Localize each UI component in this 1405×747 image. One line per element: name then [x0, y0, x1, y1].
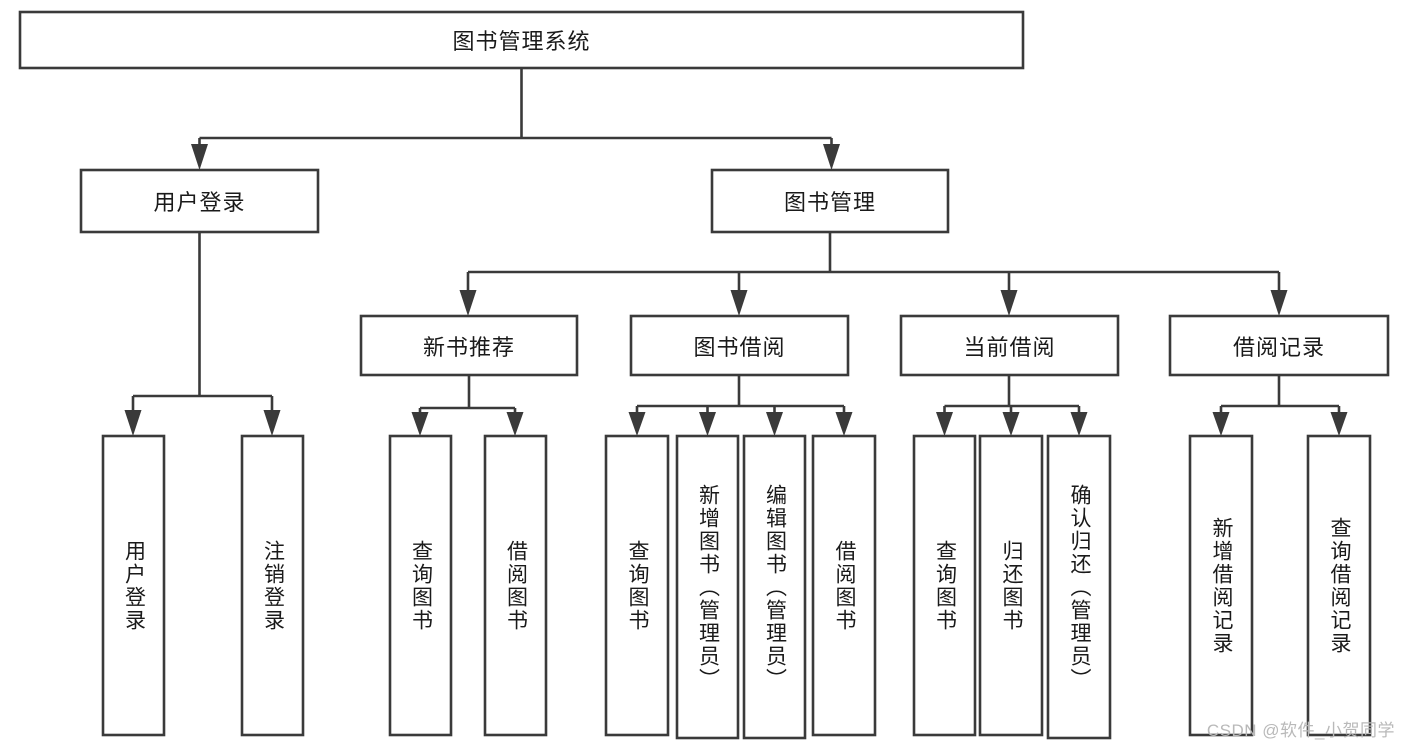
edge-group-borrow-record — [1212, 375, 1348, 436]
arrow-head-icon — [191, 144, 208, 170]
arrow-head-icon — [699, 412, 716, 436]
edge-group-book-borrow — [628, 375, 853, 436]
leaf-query-borrow-record[interactable] — [1306, 434, 1372, 737]
node-book-borrow[interactable] — [629, 314, 850, 377]
leaf-return-book[interactable] — [978, 434, 1044, 737]
arrow-head-icon — [730, 290, 748, 316]
node-current-borrow[interactable] — [899, 314, 1120, 377]
edge-group-root — [191, 68, 840, 170]
edge-group-new-book-rec — [411, 375, 524, 436]
arrow-head-icon — [1212, 412, 1230, 436]
leaf-query-book-rec[interactable] — [388, 434, 453, 737]
arrow-head-icon — [1000, 290, 1018, 316]
leaf-add-borrow-record[interactable] — [1188, 434, 1254, 737]
node-user-login[interactable] — [79, 168, 320, 234]
leaf-query-book-borrow[interactable] — [604, 434, 670, 737]
arrow-head-icon — [506, 412, 524, 436]
arrow-head-icon — [411, 412, 429, 436]
edge-group-current-borrow — [936, 375, 1088, 436]
arrow-head-icon — [766, 412, 783, 436]
arrow-head-icon — [628, 412, 646, 436]
node-new-book-recommend[interactable] — [359, 314, 579, 377]
arrow-head-icon — [936, 412, 953, 436]
arrow-head-icon — [1002, 412, 1020, 436]
arrow-head-icon — [1070, 412, 1088, 436]
leaf-user-login[interactable] — [101, 434, 166, 737]
arrow-head-icon — [459, 290, 477, 316]
leaf-borrow-book[interactable] — [811, 434, 877, 737]
arrow-head-icon — [835, 412, 853, 436]
edge-group-user-login — [124, 232, 281, 436]
leaf-confirm-return-admin[interactable] — [1046, 434, 1112, 740]
arrow-head-icon — [1270, 290, 1288, 316]
node-book-management[interactable] — [710, 168, 950, 234]
arrow-head-icon — [124, 410, 142, 436]
leaf-edit-book-admin[interactable] — [742, 434, 807, 740]
leaf-logout[interactable] — [240, 434, 305, 737]
node-borrow-record[interactable] — [1168, 314, 1390, 377]
node-root-library-system[interactable] — [18, 10, 1025, 70]
arrow-head-icon — [823, 144, 840, 170]
arrow-head-icon — [1330, 412, 1348, 436]
leaf-borrow-book-rec[interactable] — [483, 434, 548, 737]
leaf-add-book-admin[interactable] — [675, 434, 740, 740]
edge-group-book-mgmt — [459, 232, 1288, 316]
arrow-head-icon — [263, 410, 281, 436]
leaf-query-book-current[interactable] — [912, 434, 977, 737]
